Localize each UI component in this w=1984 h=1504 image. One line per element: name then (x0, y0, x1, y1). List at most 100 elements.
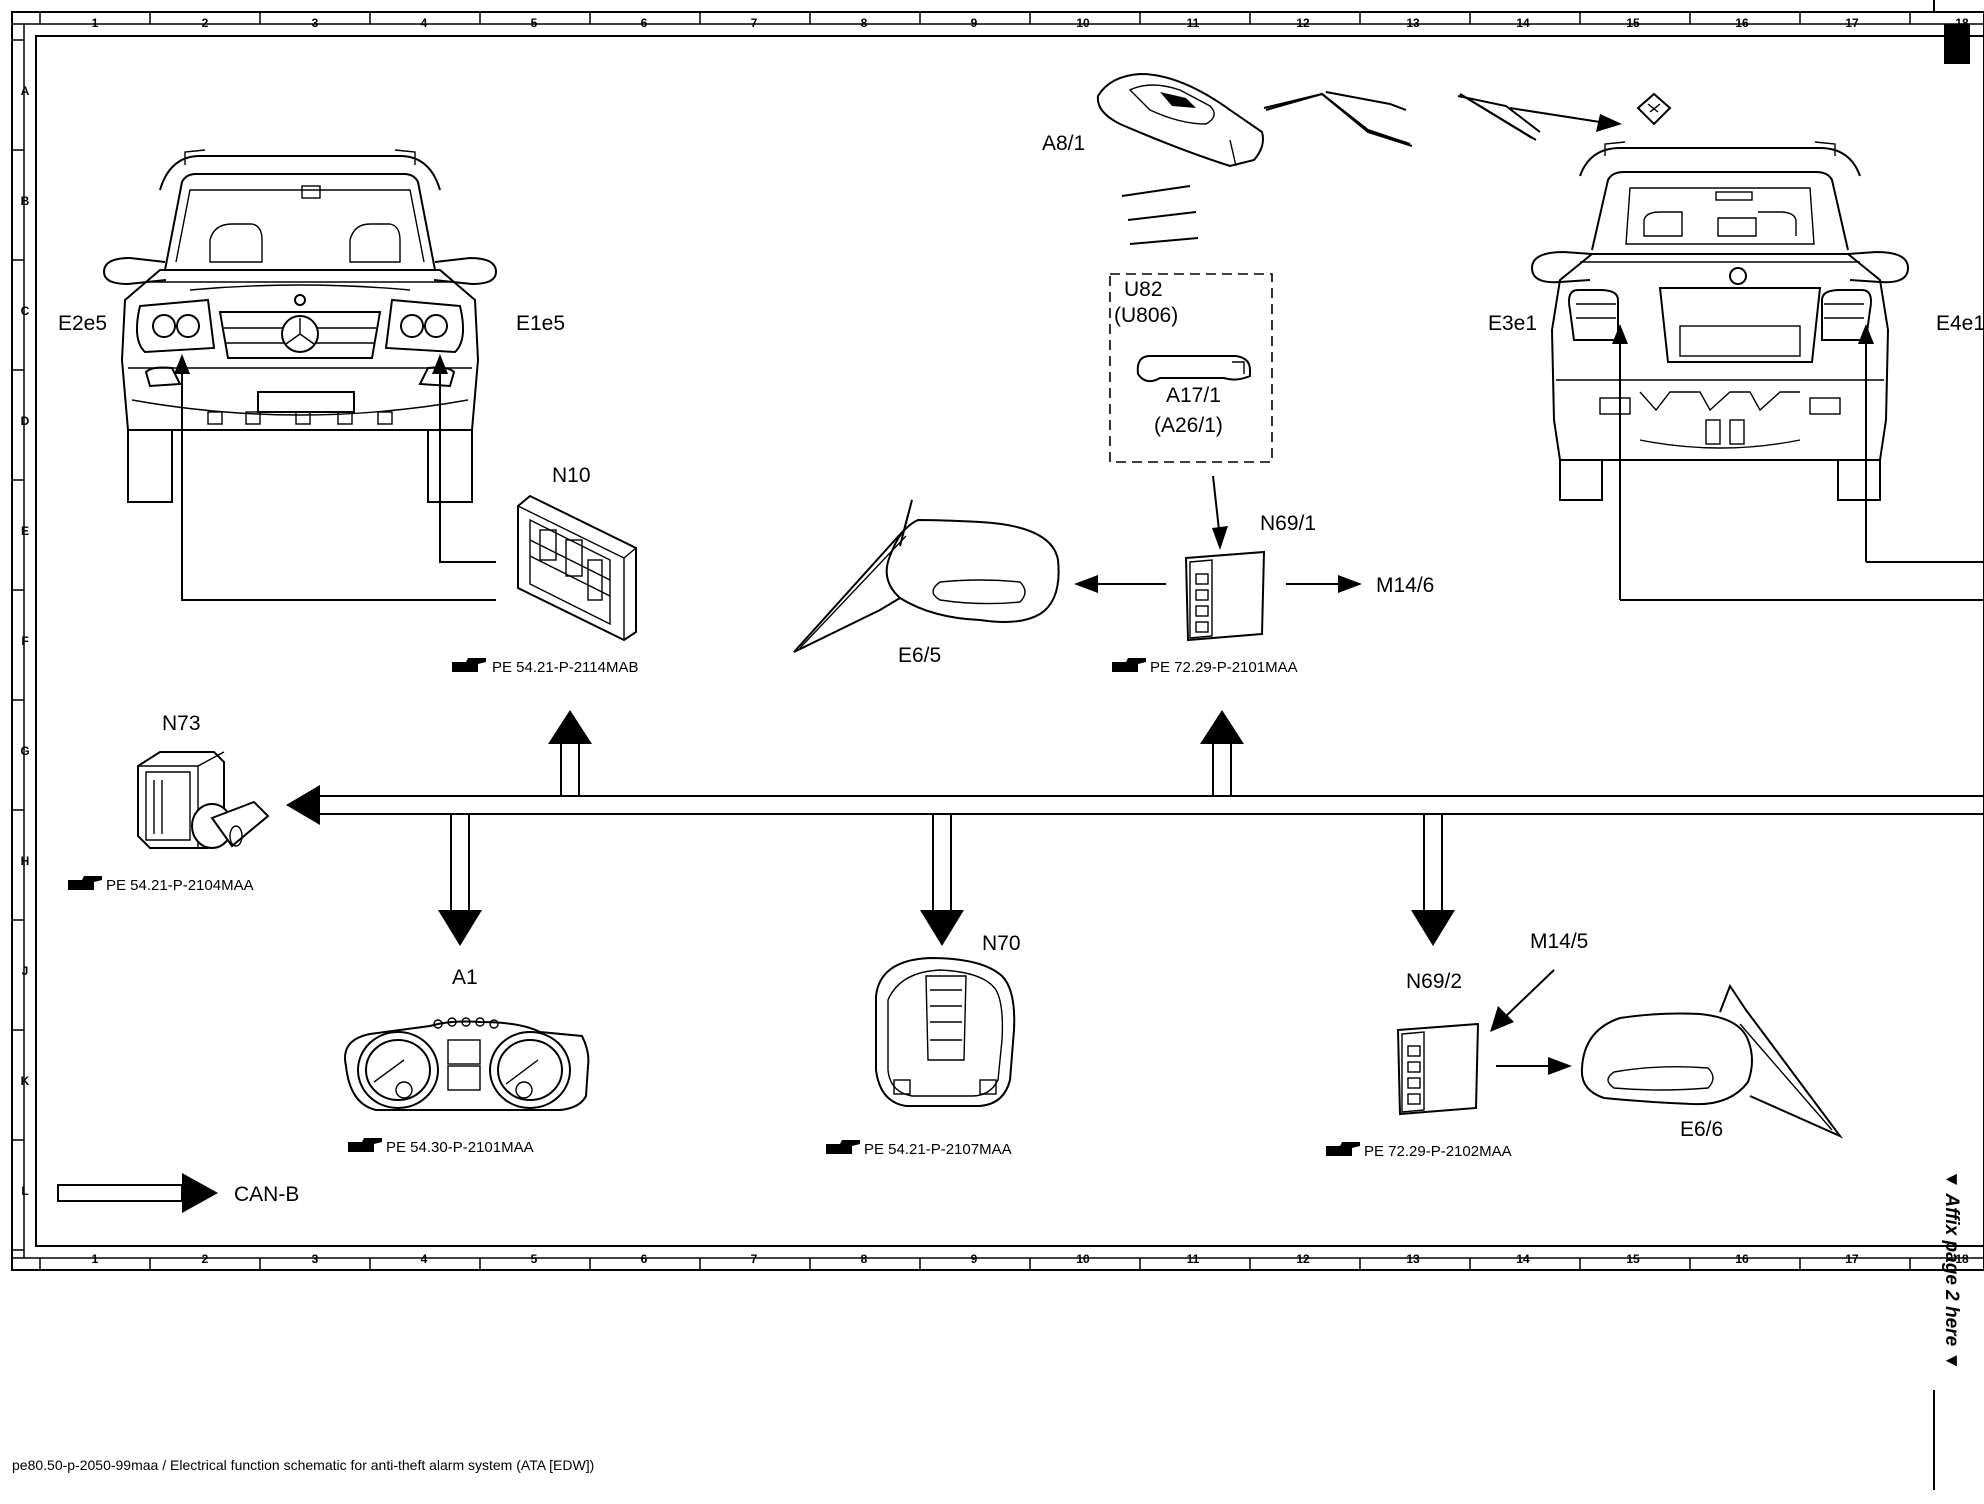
n69-2-door-control-unit-icon (1396, 969, 1572, 1116)
ref-text-n70: PE 54.21-P-2107MAA (864, 1141, 1012, 1158)
grid-col-label: 8 (861, 1252, 868, 1266)
label-u82: U82 (1124, 278, 1163, 301)
grid-col-label: 2 (202, 1252, 209, 1266)
grid-col-label: 17 (1845, 1252, 1859, 1266)
grid-row-label: H (21, 854, 30, 868)
grid-col-label: 3 (312, 1252, 319, 1266)
label-e6-5: E6/5 (898, 644, 941, 667)
grid-col-label: 3 (312, 16, 319, 30)
pointing-hand-icon (348, 1138, 382, 1152)
grid-col-label: 1 (92, 1252, 99, 1266)
pointing-hand-icon (1112, 658, 1146, 672)
grid-col-label: 4 (421, 1252, 428, 1266)
label-n10: N10 (552, 464, 591, 487)
label-n73: N73 (162, 712, 201, 735)
grid-row-label: K (21, 1074, 30, 1088)
grid-col-label: 10 (1076, 1252, 1090, 1266)
footer-caption: pe80.50-p-2050-99maa / Electrical functi… (12, 1457, 595, 1473)
ref-n69-2: PE 72.29-P-2102MAA (1326, 1142, 1512, 1160)
label-e2e5: E2e5 (58, 312, 107, 335)
grid-col-label: 6 (641, 16, 648, 30)
grid-col-label: 18 (1955, 16, 1969, 30)
grid-col-label: 12 (1296, 16, 1310, 30)
grid-col-label: 5 (531, 16, 538, 30)
vehicle-front-icon (102, 149, 498, 601)
grid-col-label: 2 (202, 16, 209, 30)
ref-text-a1: PE 54.30-P-2101MAA (386, 1139, 534, 1156)
ref-text-n69-2: PE 72.29-P-2102MAA (1364, 1143, 1512, 1160)
grid-row-label: C (21, 304, 30, 318)
ref-text-n10: PE 54.21-P-2114MAB (492, 659, 638, 676)
ref-a1: PE 54.30-P-2101MAA (348, 1138, 534, 1156)
grid-col-label: 8 (861, 16, 868, 30)
grid-col-label: 13 (1406, 16, 1420, 30)
grid-col-label: 18 (1955, 1252, 1969, 1266)
grid-col-label: 14 (1516, 1252, 1530, 1266)
grid-column-labels-bottom: 1 2 3 4 5 6 7 8 9 10 11 12 13 14 15 16 1… (92, 1252, 1969, 1266)
schematic-frame (11, 0, 1984, 1490)
grid-col-label: 1 (92, 16, 99, 30)
grid-row-label: B (21, 194, 30, 208)
ref-n70: PE 54.21-P-2107MAA (826, 1140, 1012, 1158)
grid-col-label: 9 (971, 1252, 978, 1266)
grid-col-label: 17 (1845, 16, 1859, 30)
label-a8-1: A8/1 (1042, 132, 1085, 155)
label-a17-1: A17/1 (1166, 384, 1221, 407)
grid-col-label: 7 (751, 1252, 758, 1266)
can-b-legend-label: CAN-B (234, 1183, 299, 1206)
label-n70: N70 (982, 932, 1021, 955)
label-e6-6: E6/6 (1680, 1118, 1723, 1141)
pointing-hand-icon (826, 1140, 860, 1154)
grid-col-label: 15 (1626, 1252, 1640, 1266)
label-e4e1: E4e1 (1936, 312, 1984, 335)
grid-col-label: 16 (1735, 16, 1749, 30)
ref-text-n69-1: PE 72.29-P-2101MAA (1150, 659, 1298, 676)
label-a26-1: (A26/1) (1154, 414, 1223, 437)
n69-1-door-control-unit-icon (1074, 550, 1362, 642)
grid-row-labels: A B C D E F G H J K L (20, 84, 29, 1198)
can-b-bus (286, 710, 1984, 946)
grid-col-label: 15 (1626, 16, 1640, 30)
affix-page-note: ▼ Affix page 2 here ▼ (1941, 1170, 1962, 1370)
grid-row-label: A (21, 84, 30, 98)
label-a1: A1 (452, 966, 478, 989)
grid-row-label: F (21, 634, 28, 648)
pointing-hand-icon (1326, 1142, 1360, 1156)
e6-6-mirror-icon (1580, 983, 1844, 1139)
ref-n10: PE 54.21-P-2114MAB (452, 658, 638, 676)
grid-row-label: J (22, 964, 29, 978)
grid-col-label: 12 (1296, 1252, 1310, 1266)
pointing-hand-icon (68, 876, 102, 890)
label-e3e1: E3e1 (1488, 312, 1537, 335)
ref-n73: PE 54.21-P-2104MAA (68, 876, 254, 894)
reference-labels: PE 54.21-P-2114MAB PE 72.29-P-2101MAA PE… (68, 658, 1512, 1160)
vehicle-rear-icon (1530, 141, 1984, 601)
grid-col-label: 9 (971, 16, 978, 30)
grid-row-label: D (21, 414, 30, 428)
grid-row-label: L (21, 1184, 28, 1198)
grid-col-label: 4 (421, 16, 428, 30)
grid-col-label: 16 (1735, 1252, 1749, 1266)
grid-col-label: 5 (531, 1252, 538, 1266)
n10-control-unit-icon (517, 494, 637, 642)
e6-5-mirror-icon (793, 499, 1060, 653)
label-n69-2: N69/2 (1406, 970, 1462, 993)
grid-col-label: 10 (1076, 16, 1090, 30)
grid-col-label: 6 (641, 1252, 648, 1266)
grid-column-labels-top: 1 2 3 4 5 6 7 8 9 10 11 12 13 14 15 16 1… (92, 16, 1969, 30)
grid-col-label: 7 (751, 16, 758, 30)
label-m14-6: M14/6 (1376, 574, 1434, 597)
grid-col-label: 11 (1187, 16, 1200, 30)
grid-row-label: E (21, 524, 29, 538)
grid-col-label: 14 (1516, 16, 1530, 30)
grid-row-label: G (20, 744, 29, 758)
n70-overhead-control-panel-icon (875, 956, 1016, 1107)
label-n69-1: N69/1 (1260, 512, 1316, 535)
ref-n69-1: PE 72.29-P-2101MAA (1112, 658, 1298, 676)
label-m14-5: M14/5 (1530, 930, 1588, 953)
label-u806: (U806) (1114, 304, 1178, 327)
label-e1e5: E1e5 (516, 312, 565, 335)
can-b-legend: CAN-B (57, 1173, 299, 1213)
ref-text-n73: PE 54.21-P-2104MAA (106, 877, 254, 894)
